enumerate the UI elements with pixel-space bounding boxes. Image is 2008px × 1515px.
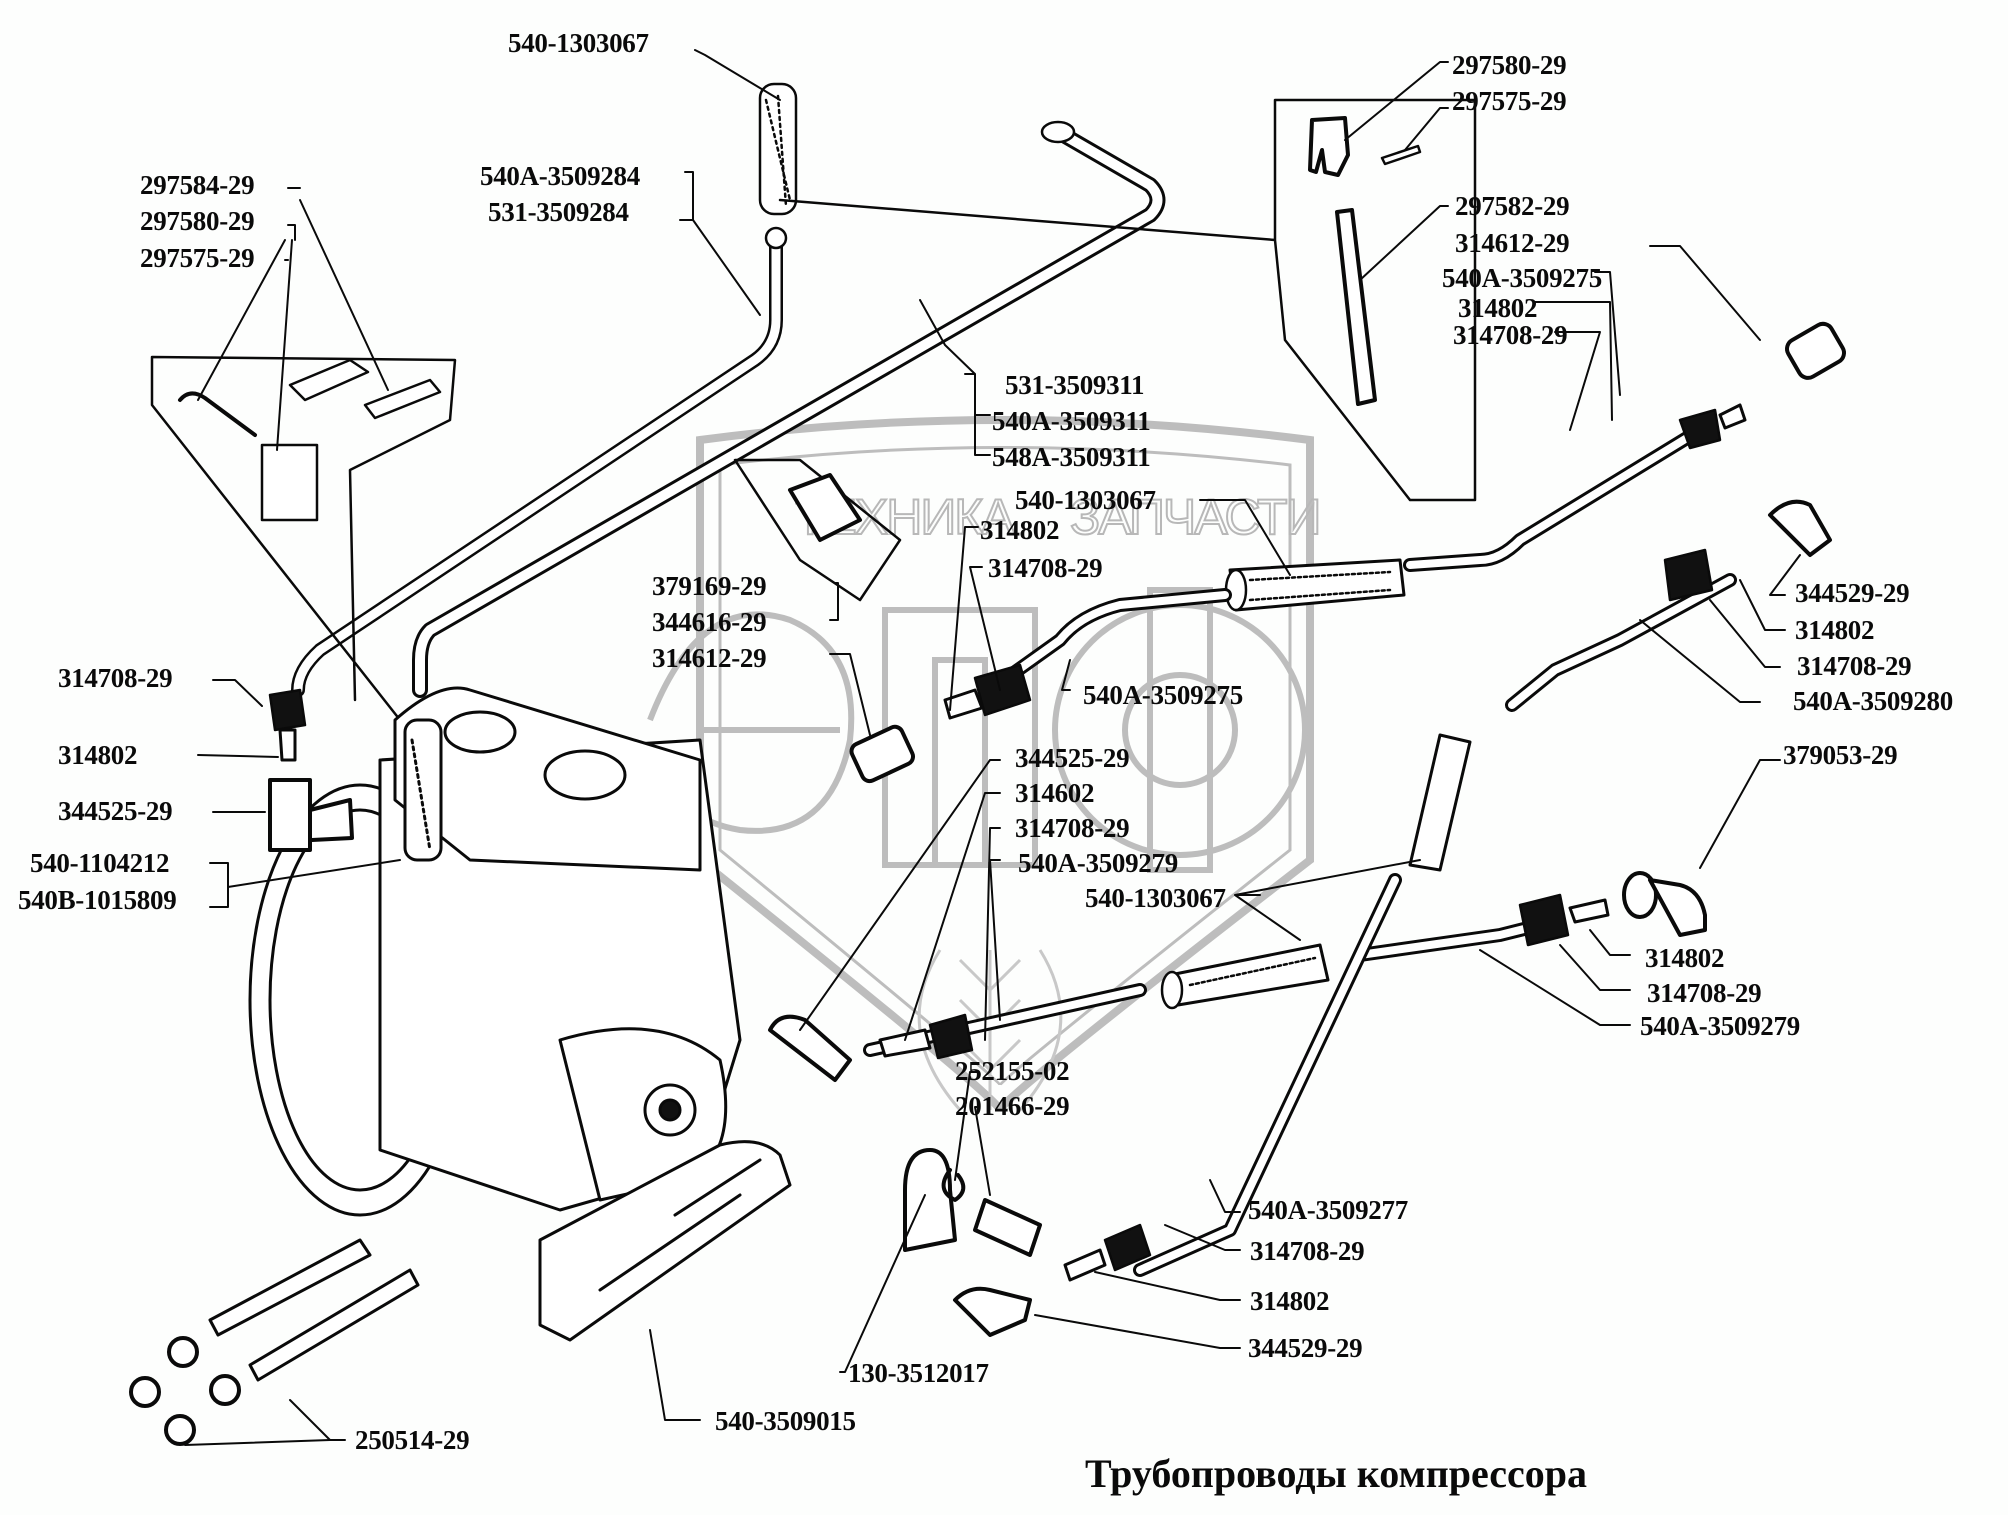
bracket-540-3509015 [538, 1140, 792, 1342]
tee-344525-29-left [268, 778, 354, 852]
part-label: 314708-29 [58, 663, 173, 693]
part-label: 540-1303067 [1085, 883, 1226, 913]
part-label: 344529-29 [1795, 578, 1910, 608]
inset-box-right [778, 98, 1477, 502]
washer-252155-02 [941, 1168, 966, 1202]
pipe-540A-3509275-right [1403, 423, 1707, 572]
part-label: 540A-3509311 [992, 406, 1151, 436]
elbow-344529-bottom [953, 1286, 1032, 1337]
part-label: 540A-3509275 [1083, 680, 1243, 710]
union-314612-right [1785, 321, 1846, 380]
part-label: 314602 [1015, 778, 1095, 808]
elbow-379053-29 [1622, 871, 1707, 937]
elbow-344525-center [768, 1014, 852, 1082]
clip-assembly-right [1308, 116, 1422, 406]
clip-assembly-left [178, 358, 442, 522]
part-label: 314708-29 [1797, 651, 1912, 681]
hose-compressor [403, 718, 443, 862]
stud-lower [248, 1268, 420, 1382]
part-label: 297575-29 [1452, 86, 1567, 116]
inset-box-left [150, 355, 457, 722]
watermark-text-right: ЗАПЧАСТИ [1069, 488, 1322, 546]
nut-250514-29 [129, 1336, 241, 1446]
part-label: 540A-3509279 [1018, 848, 1178, 878]
part-label: 297575-29 [140, 243, 255, 273]
part-label: 531-3509284 [488, 197, 629, 227]
part-label: 540A-3509275 [1442, 263, 1602, 293]
part-label: 314708-29 [1453, 320, 1568, 350]
part-label: 379053-29 [1783, 740, 1898, 770]
leader-lines [184, 49, 1801, 1446]
part-label: 314802 [1795, 615, 1875, 645]
hose-top [758, 82, 798, 216]
hose-mid [1224, 558, 1406, 612]
part-label: 297580-29 [1452, 50, 1567, 80]
part-label: 314802 [1250, 1286, 1330, 1316]
clamp-379169-29 [788, 473, 862, 542]
hose-lower [1160, 943, 1330, 1010]
part-label: 252155-02 [955, 1056, 1070, 1086]
part-label: 540B-1015809 [18, 885, 177, 915]
part-label: 344525-29 [1015, 743, 1130, 773]
stud-upper [208, 1238, 372, 1337]
part-label: 130-3512017 [848, 1358, 989, 1388]
part-label: 379169-29 [652, 571, 767, 601]
part-label: 540-1303067 [1015, 485, 1156, 515]
part-label: 314802 [980, 515, 1060, 545]
compressor-body [248, 686, 742, 1217]
diagram-title: Трубопроводы компрессора [1085, 1451, 1588, 1496]
part-label: 314708-29 [1647, 978, 1762, 1008]
part-label: 314708-29 [1250, 1236, 1365, 1266]
part-label: 540-3509015 [715, 1406, 856, 1436]
fitting-nut-left [973, 663, 1032, 717]
part-label: 548A-3509311 [992, 442, 1151, 472]
part-label: 297582-29 [1455, 191, 1570, 221]
part-label: 314708-29 [988, 553, 1103, 583]
part-label: 344529-29 [1248, 1333, 1363, 1363]
part-label: 540-1303067 [508, 28, 649, 58]
elbow-344529-top [1768, 499, 1832, 557]
part-label: 540A-3509280 [1793, 686, 1953, 716]
part-label: 314802 [58, 740, 138, 770]
fitting-nut-314708-left [268, 688, 307, 732]
fitting-nut-right [1678, 408, 1722, 450]
part-label: 297580-29 [140, 206, 255, 236]
part-label: 314612-29 [1455, 228, 1570, 258]
part-label: 297584-29 [140, 170, 255, 200]
watermark-letter-e [647, 611, 855, 834]
part-label: 314802 [1645, 943, 1725, 973]
part-label: 201466-29 [955, 1091, 1070, 1121]
part-label: 531-3509311 [1005, 370, 1145, 400]
part-label: 250514-29 [355, 1425, 470, 1455]
part-label: 314708-29 [1015, 813, 1130, 843]
gasket-130-3512017 [903, 1148, 957, 1252]
part-label: 344525-29 [58, 796, 173, 826]
inset-box-clamp [733, 458, 902, 602]
part-label: 314612-29 [652, 643, 767, 673]
hose-lower-upper [1408, 733, 1472, 872]
union-314612-center [849, 724, 916, 784]
part-label: 540A-3509284 [480, 161, 640, 191]
part-label: 314802 [1458, 293, 1538, 323]
part-label: 344616-29 [652, 607, 767, 637]
part-label: 540A-3509277 [1248, 1195, 1408, 1225]
part-label: 540A-3509279 [1640, 1011, 1800, 1041]
bolt-201466-29 [973, 1198, 1042, 1257]
part-label: 540-1104212 [30, 848, 170, 878]
